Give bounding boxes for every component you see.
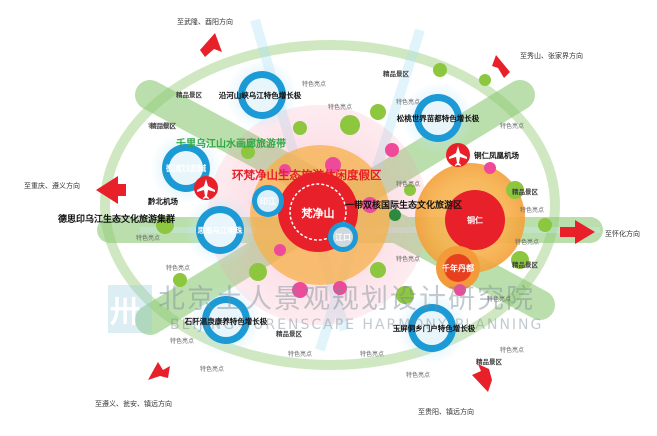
- highlight-label: 特色亮点: [148, 122, 172, 130]
- highlight-label: 特色亮点: [406, 371, 430, 379]
- hub-circles: [150, 59, 474, 364]
- watermark-en: BEIJING TURENSCAPE HARMONY PLANNING: [170, 317, 543, 333]
- hub-label-tongren: 铜仁: [467, 215, 483, 225]
- outer-green-ring: [100, 40, 560, 370]
- scenic-label: 精品景区: [276, 329, 303, 338]
- tongren-zone-area: [415, 163, 525, 290]
- highlight-label: 特色亮点: [302, 80, 326, 88]
- highlight-label: 特色亮点: [170, 337, 194, 345]
- highlight-label: 特色亮点: [396, 98, 420, 106]
- highlight-label: 特色亮点: [520, 206, 544, 214]
- scenic-label: 精品景区: [512, 260, 539, 269]
- hub-label-qiannian: 千年丹都: [442, 263, 474, 273]
- hub-label-yanhe: 沿河山峡乌江特色增长极: [219, 90, 302, 100]
- direction-label-southeast: 至贵阳、镇远方向: [418, 407, 474, 416]
- highlight-label: 特色亮点: [288, 350, 312, 358]
- highlight-label: 特色亮点: [166, 264, 190, 272]
- watermark-cn: 北京土人景观规划设计研究院: [158, 284, 535, 315]
- hub-label-yuping: 玉屏侗乡门户特色增长极: [393, 323, 476, 333]
- watermark: 卅: [108, 285, 152, 333]
- arrow-east-icon: [560, 220, 595, 244]
- highlight-label: 特色亮点: [136, 234, 160, 242]
- highlight-label: 特色亮点: [500, 346, 524, 354]
- highlight-label: 特色亮点: [200, 365, 224, 373]
- svg-text:卅: 卅: [110, 295, 140, 330]
- hub-label-sinan: 思南乌江明珠: [198, 225, 243, 235]
- highlight-label: 特色亮点: [360, 350, 384, 358]
- airport-icons: [194, 143, 470, 200]
- zone-label-shuanghe: 一带双核国际生态文化旅游区: [345, 199, 462, 211]
- arrow-southeast-icon: [472, 364, 492, 392]
- hub-label-songtao: 松桃世界苗都特色增长极: [397, 113, 480, 123]
- arrow-northwest-icon: [200, 33, 222, 57]
- zone-label-wujiang-corridor: 千里乌江山水画廊旅游带: [176, 137, 286, 150]
- scenic-label: 精品景区: [383, 69, 410, 78]
- direction-label-east: 至怀化方向: [605, 229, 640, 238]
- hub-label-shiqian: 石阡温泉康养特色增长极: [184, 316, 268, 326]
- zone-label-fanjing: 环梵净山生态旅游休闲度假区: [232, 168, 382, 182]
- arrow-west-icon: [96, 176, 126, 204]
- direction-label-northwest: 至武隆、酉阳方向: [177, 17, 233, 26]
- scenic-label: 精品景区: [512, 187, 539, 196]
- hub-label-fanjingshan: 梵净山: [302, 206, 335, 220]
- airport-label-qianbei: 黔北机场: [147, 196, 178, 206]
- scenic-label: 精品景区: [176, 90, 203, 99]
- highlight-label: 特色亮点: [396, 180, 420, 188]
- hub-label-yinjiang: 印江: [260, 196, 276, 206]
- highlight-label: 特色亮点: [396, 255, 420, 263]
- scenic-label: 精品景区: [150, 121, 177, 130]
- hub-label-dejiang: 德江傩文化旅游城: [166, 163, 206, 173]
- direction-label-northeast: 至秀山、张家界方向: [520, 51, 583, 60]
- highlight-label: 特色亮点: [515, 238, 539, 246]
- highlight-label: 特色亮点: [328, 103, 352, 111]
- attraction-dots: [156, 63, 552, 304]
- direction-label-southwest: 至遵义、瓮安、镇远方向: [95, 399, 172, 408]
- tongren-airport-icon: [446, 143, 470, 167]
- airport-label-tongren: 铜仁凤凰机场: [474, 150, 519, 160]
- scenic-label: 精品景区: [476, 357, 503, 366]
- highlight-label: 特色亮点: [487, 295, 511, 303]
- direction-label-west: 至重庆、遵义方向: [24, 181, 80, 190]
- qianbei-airport-icon: [194, 176, 218, 200]
- highlight-label: 特色亮点: [500, 122, 524, 130]
- zone-label-desi-cluster: 德思印乌江生态文化旅游集群: [58, 213, 175, 225]
- arrow-northeast-icon: [492, 55, 510, 78]
- direction-arrows: [96, 33, 595, 392]
- hub-label-jiangkou: 江口: [335, 232, 351, 242]
- arrow-southwest-icon: [148, 362, 170, 380]
